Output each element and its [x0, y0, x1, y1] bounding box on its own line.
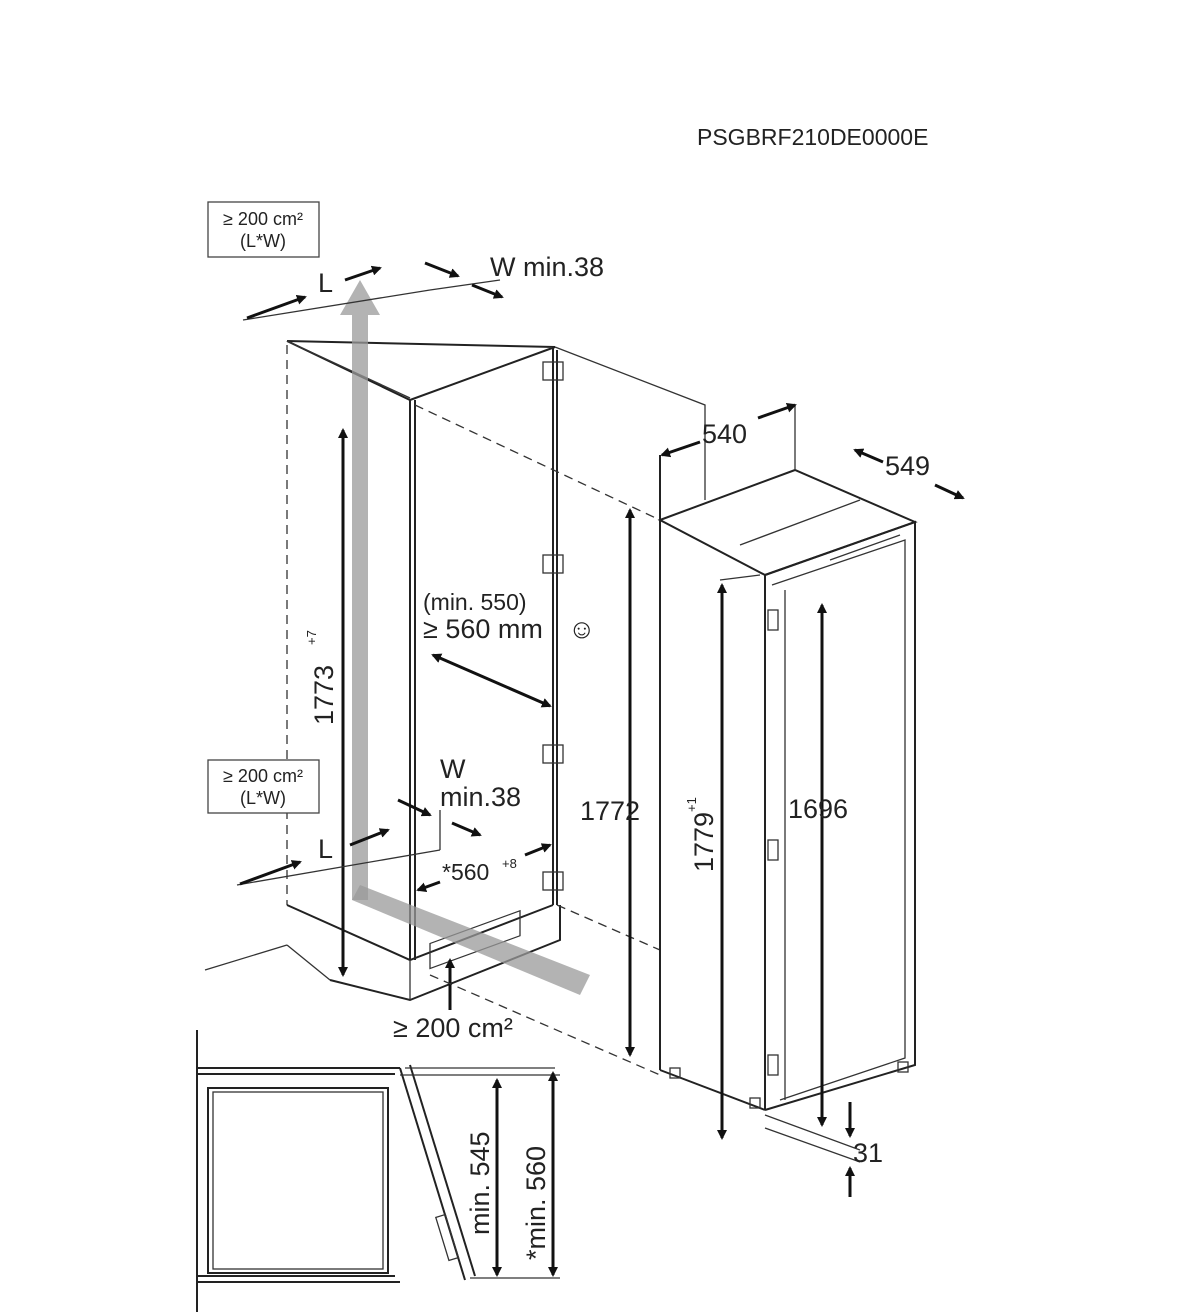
dim-549: 549 — [885, 451, 930, 481]
depth-recommended: ≥ 560 mm — [423, 614, 543, 644]
hinge-icon — [542, 744, 564, 764]
smiley-icon: ☺ — [568, 614, 596, 644]
hinge-icon — [542, 361, 564, 381]
dim-540: 540 — [702, 419, 747, 449]
dim-min-560: *min. 560 — [521, 1146, 551, 1260]
label-L-bottom: L — [318, 834, 333, 864]
dim-1696: 1696 — [788, 794, 848, 824]
depth-min: (min. 550) — [423, 589, 527, 615]
dim-niche-width: *560 — [442, 859, 489, 885]
hinge-icon — [542, 871, 564, 891]
vent-top-formula: (L*W) — [240, 231, 286, 251]
dim-niche-width-tol: +8 — [502, 856, 517, 871]
label-W-bottom: W — [440, 754, 466, 784]
vent-mid-area: ≥ 200 cm² — [223, 766, 303, 786]
hinge-icon — [542, 554, 564, 574]
side-detail — [196, 1030, 560, 1312]
appliance-body — [554, 346, 918, 1111]
dim-31: 31 — [853, 1138, 883, 1168]
vent-top-area: ≥ 200 cm² — [223, 209, 303, 229]
niche-cabinet — [204, 340, 564, 1002]
airflow-arrow-icon — [340, 280, 590, 995]
dim-niche-height: 1773 — [309, 665, 339, 725]
label-L-top: L — [318, 268, 333, 298]
label-W-top: W min.38 — [490, 252, 604, 282]
dim-1772: 1772 — [580, 796, 640, 826]
vent-box-mid — [207, 759, 320, 814]
vent-mid-formula: (L*W) — [240, 788, 286, 808]
dim-1779-tol: +1 — [684, 797, 699, 812]
vent-bottom-area: ≥ 200 cm² — [393, 1013, 513, 1043]
vent-box-top — [207, 201, 320, 258]
dim-niche-height-tol: +7 — [304, 630, 319, 645]
dim-min-545: min. 545 — [465, 1131, 495, 1235]
dim-1779: 1779 — [689, 812, 719, 872]
model-code: PSGBRF210DE0000E — [697, 124, 928, 150]
label-W-bottom-min: min.38 — [440, 782, 521, 812]
